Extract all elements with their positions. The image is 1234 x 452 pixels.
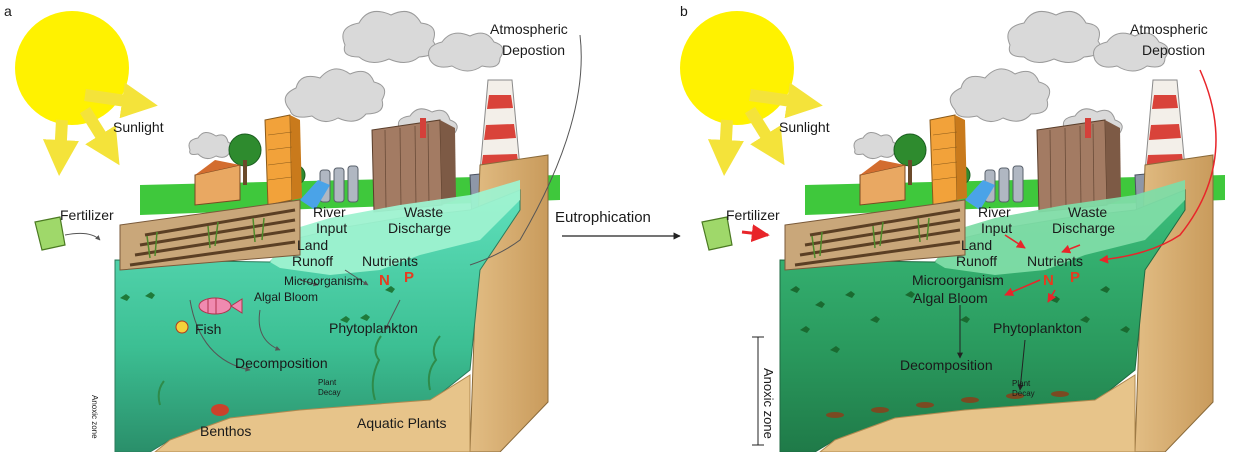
algae-icons — [790, 286, 1130, 353]
sunlight-label: Sunlight — [113, 119, 164, 135]
waste-label-2: Discharge — [1052, 220, 1115, 236]
waste-label-2: Discharge — [388, 220, 451, 236]
algal-bloom-label: Algal Bloom — [254, 290, 318, 304]
anoxic-zone-bracket — [752, 336, 764, 446]
transition: Eutrophication — [555, 209, 681, 240]
plant-decay-label-2: Decay — [1012, 389, 1035, 398]
sunlight-arrows — [42, 82, 158, 176]
eutrophication-label: Eutrophication — [555, 209, 651, 226]
algal-bloom-label: Algal Bloom — [913, 290, 988, 306]
panel-letter: b — [680, 3, 688, 19]
panel-letter: a — [4, 3, 12, 19]
river-label-1: River — [978, 204, 1011, 220]
anoxic-zone-label: Anoxic zone — [90, 395, 99, 439]
land-label-1: Land — [961, 237, 992, 253]
fertilizer-bag-icon — [34, 216, 66, 251]
sunlight-label: Sunlight — [779, 119, 830, 135]
microorganism-label: Microorganism — [912, 272, 1004, 288]
atmospheric-label-1: Atmospheric — [1130, 21, 1208, 37]
land-label-2: Runoff — [292, 253, 333, 269]
small-fish-icon — [175, 320, 189, 334]
benthos-crab-icon — [211, 404, 229, 416]
plant-decay-label-2: Decay — [318, 388, 341, 397]
waste-label-1: Waste — [404, 204, 443, 220]
nitrogen-label: N — [1043, 272, 1054, 289]
water-block — [114, 154, 549, 452]
waste-label-1: Waste — [1068, 204, 1107, 220]
land-label-1: Land — [297, 237, 328, 253]
algae-icons — [120, 286, 395, 323]
aquatic-plants-label: Aquatic Plants — [357, 415, 447, 431]
sun-icon — [15, 11, 129, 125]
anoxic-zone-label: Anoxic zone — [761, 368, 776, 439]
plant-decay-label-1: Plant — [318, 378, 337, 387]
sun-icon — [680, 11, 794, 125]
benthos-label: Benthos — [200, 423, 251, 439]
atmospheric-label-2: Depostion — [502, 42, 565, 58]
land-label-2: Runoff — [956, 253, 997, 269]
atmospheric-path — [469, 34, 582, 266]
river-label-2: Input — [316, 220, 347, 236]
fish-label: Fish — [195, 321, 221, 337]
panel-b: b Sunlight — [680, 3, 1226, 452]
fertilizer-label: Fertilizer — [60, 207, 114, 223]
atmospheric-label-2: Depostion — [1142, 42, 1205, 58]
dead-fish-icons — [826, 391, 1069, 418]
river-label-1: River — [313, 204, 346, 220]
sunlight-arrows — [707, 82, 823, 176]
atmospheric-label-1: Atmospheric — [490, 21, 568, 37]
plant-decay-label-1: Plant — [1012, 379, 1031, 388]
fertilizer-label: Fertilizer — [726, 207, 780, 223]
fertilizer-bag-icon — [701, 216, 733, 251]
phosphorus-label: P — [404, 269, 414, 286]
decomposition-label: Decomposition — [235, 355, 328, 371]
phytoplankton-label: Phytoplankton — [329, 320, 418, 336]
panel-a: a Sunlight — [4, 3, 582, 452]
fish-icon — [198, 297, 243, 315]
nutrients-label: Nutrients — [1027, 253, 1083, 269]
river-label-2: Input — [981, 220, 1012, 236]
water-block — [779, 154, 1214, 452]
phytoplankton-label: Phytoplankton — [993, 320, 1082, 336]
phosphorus-label: P — [1070, 269, 1080, 286]
nitrogen-label: N — [379, 272, 390, 289]
decomposition-label: Decomposition — [900, 357, 993, 373]
nutrients-label: Nutrients — [362, 253, 418, 269]
microorganism-label: Microorganism — [284, 274, 363, 288]
aquatic-plants-icon — [157, 335, 441, 406]
